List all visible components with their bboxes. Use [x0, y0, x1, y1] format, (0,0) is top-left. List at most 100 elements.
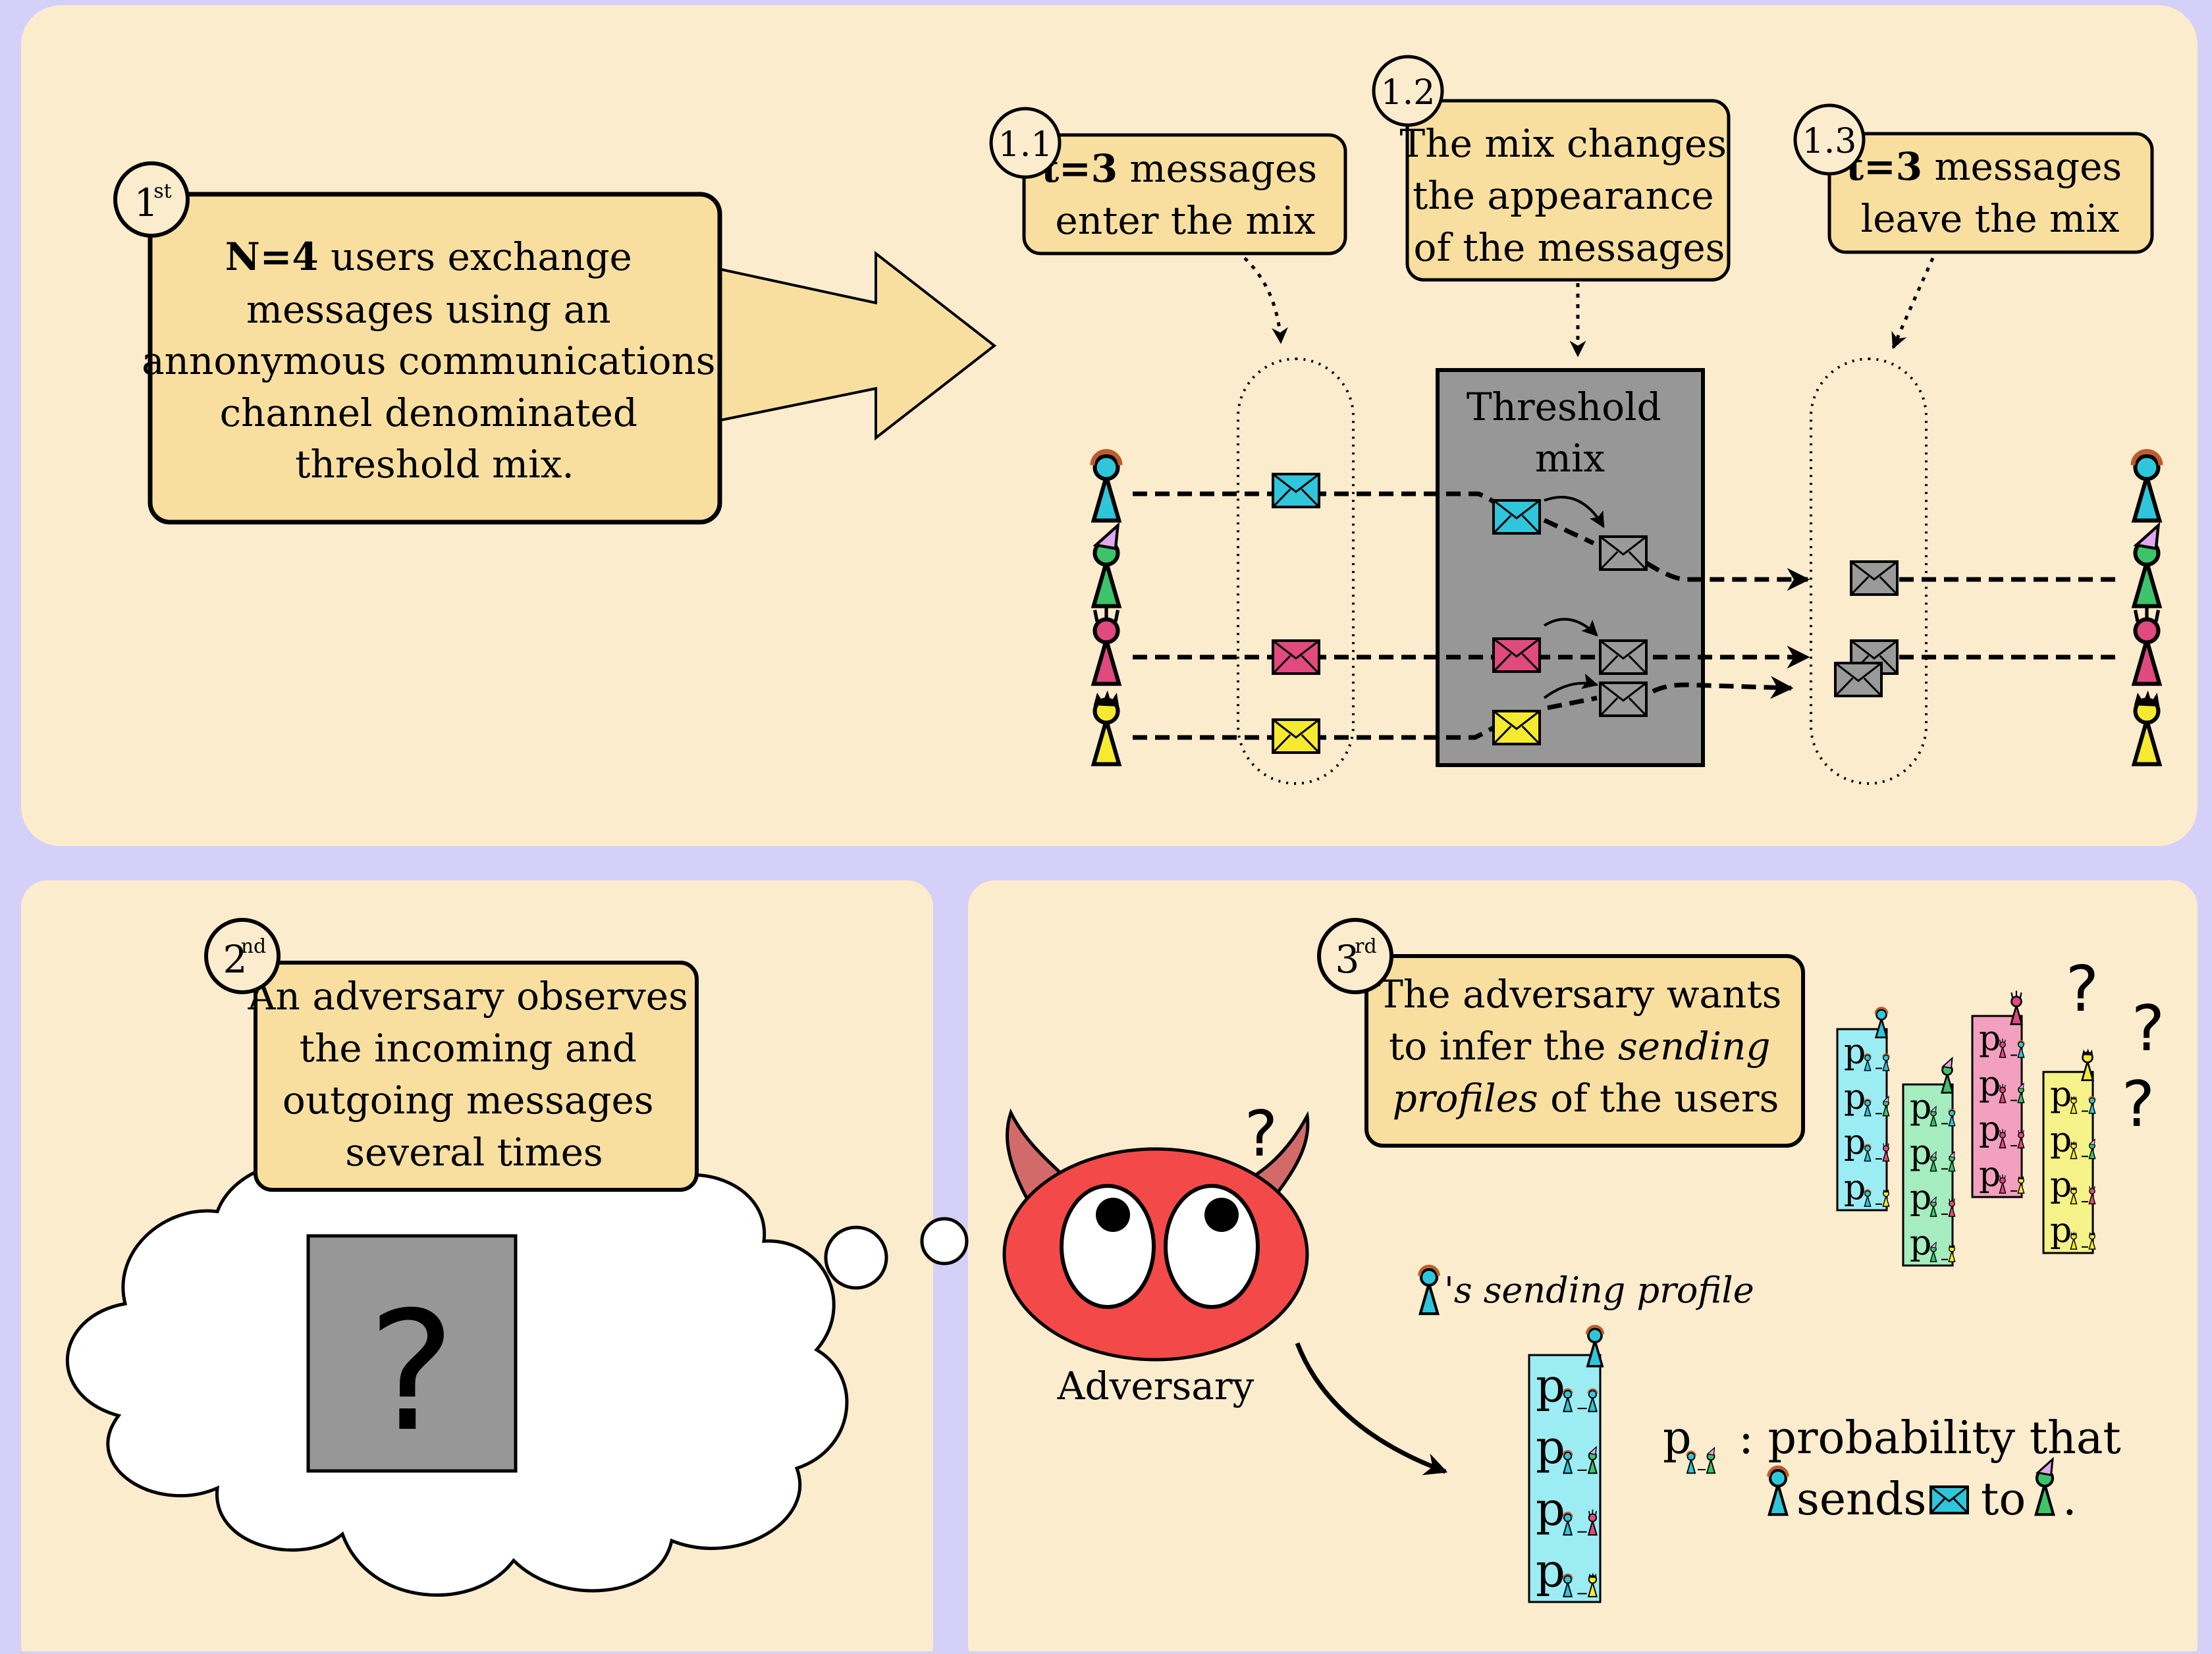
profile-receiver-blue-icon [1882, 1053, 1890, 1071]
step1-callout: N=4 users exchange messages using an ann… [113, 161, 997, 525]
profile-receiver-blue-icon [1587, 1388, 1598, 1412]
profile-sender-icon [2070, 1231, 2078, 1250]
profile-sender-icon [1562, 1573, 1573, 1597]
profile-sender-icon [1999, 1038, 2007, 1058]
probability-symbol: p [1536, 1482, 1565, 1536]
profile-owner-blue-icon [1585, 1325, 1605, 1368]
probability-symbol: p [1910, 1223, 1931, 1263]
profile-sender-icon [2070, 1186, 2078, 1205]
sender-green-icon [1091, 521, 1122, 608]
legend-sender-blue-icon [1767, 1465, 1789, 1516]
sending-profile-caption: 's sending profile [1444, 1269, 1754, 1311]
unknown-mix-symbol: ? [368, 1276, 456, 1468]
mix-envelope-pink-icon [1492, 637, 1541, 673]
profile-receiver-green-icon [1882, 1095, 1890, 1117]
profile-receiver-pink-icon [2017, 1129, 2025, 1149]
profile-receiver-green-icon [1587, 1445, 1598, 1474]
probability-symbol: p [1844, 1168, 1866, 1208]
svg-text:rd: rd [1355, 935, 1377, 958]
profile-receiver-green-icon [2088, 1138, 2096, 1160]
probability-symbol: p [1844, 1032, 1866, 1072]
receiver-blue-icon [2130, 449, 2163, 523]
svg-text:The adversary wants to i: The adversary wants to infer the sending… [1378, 972, 1794, 1121]
adversary-label: Adversary [1057, 1364, 1254, 1408]
svg-text:st: st [153, 180, 171, 203]
profile-sender-icon [1929, 1106, 1937, 1127]
legend-sends-text: sends [1796, 1474, 1926, 1526]
legend-subscript-receiver-icon [1706, 1447, 1716, 1474]
input-envelope-blue-icon [1272, 473, 1320, 508]
legend-end: . [2063, 1474, 2077, 1526]
mix-envelope-gray-icon [1599, 535, 1648, 571]
probability-symbol: p [1536, 1420, 1565, 1474]
profile-receiver-green-icon [2017, 1082, 2025, 1104]
receiver-yellow-icon [2131, 690, 2163, 766]
step1-big-arrow [713, 250, 997, 441]
step1-3-callout: t=3 messages leave the mix 1.3 [1793, 103, 2154, 254]
probability-symbol: p [2050, 1120, 2072, 1160]
input-envelope-yellow-icon [1272, 718, 1320, 754]
profile-owner-yellow-icon [2081, 1048, 2094, 1081]
legend-subscript-sender-icon [1686, 1451, 1696, 1474]
adversary-to-profile-arrow [1295, 1342, 1448, 1476]
probability-symbol: p [1910, 1088, 1931, 1127]
receiver-pink-icon [2131, 605, 2163, 686]
svg-text:nd: nd [241, 935, 267, 958]
step3-callout: The adversary wants to infer the sending… [1317, 918, 1805, 1148]
caption-user-blue-icon [1418, 1264, 1440, 1316]
profile-sender-icon [1929, 1150, 1937, 1172]
profile-receiver-yellow-icon [1882, 1188, 1890, 1207]
svg-text:2: 2 [223, 937, 248, 982]
adversary-figure [1002, 1108, 1310, 1362]
threshold-mix-box [1436, 368, 1705, 767]
svg-text:The mix changes the appe: The mix changes the appearance of the me… [1400, 121, 1739, 270]
profile-receiver-blue-icon [2017, 1040, 2025, 1058]
panel-step3 [968, 880, 2198, 1654]
legend-prob-text: : probability that [1739, 1412, 2121, 1464]
profile-sender-icon [1929, 1196, 1937, 1217]
input-batch-oval [1237, 358, 1355, 785]
step1-1-callout: t=3 messages enter the mix 1.1 [989, 107, 1347, 255]
svg-text:1.1: 1.1 [998, 125, 1053, 165]
profile-sender-icon [2070, 1096, 2078, 1114]
profile-receiver-yellow-icon [2088, 1231, 2096, 1250]
profile-receiver-yellow-icon [1587, 1572, 1598, 1597]
unknown-mix-box [306, 1234, 518, 1473]
input-envelope-pink-icon [1272, 639, 1320, 675]
probability-symbol: p [1910, 1178, 1931, 1217]
profile-receiver-pink-icon [1587, 1509, 1598, 1536]
profile-receiver-pink-icon [1882, 1142, 1890, 1162]
profile-owner-pink-icon [2010, 990, 2023, 1025]
profile-receiver-pink-icon [1948, 1197, 1956, 1217]
profile-receiver-green-icon [1948, 1150, 1956, 1172]
probability-symbol: p [1979, 1064, 2001, 1104]
output-envelope-gray-icon [1834, 662, 1883, 697]
sender-yellow-icon [1091, 690, 1122, 766]
probability-symbol: p [1979, 1155, 2001, 1194]
svg-text:1.2: 1.2 [1381, 73, 1436, 113]
profile-sender-icon [1562, 1388, 1573, 1412]
profile-receiver-pink-icon [2088, 1185, 2096, 1205]
profile-owner-green-icon [1941, 1056, 1954, 1094]
probability-symbol: p [1536, 1544, 1565, 1598]
threshold-mix-label: Threshold mix [1467, 385, 1673, 481]
profile-receiver-blue-icon [2088, 1096, 2096, 1114]
step1-badge: 1 st [113, 161, 190, 238]
probability-symbol: p [2050, 1165, 2072, 1205]
output-envelope-gray-icon [1850, 560, 1899, 596]
question-mark-1: ? [2066, 953, 2099, 1026]
mix-envelope-yellow-icon [1492, 710, 1541, 745]
step1-box [148, 192, 722, 525]
profile-receiver-yellow-icon [1948, 1244, 1956, 1262]
sender-blue-icon [1090, 449, 1123, 523]
profile-sender-icon [1864, 1144, 1872, 1162]
sender-pink-icon [1091, 605, 1122, 686]
svg-text:3: 3 [1335, 937, 1360, 982]
legend-glyphs: p [1663, 1412, 2055, 1516]
callout-pointers [1243, 257, 1935, 358]
